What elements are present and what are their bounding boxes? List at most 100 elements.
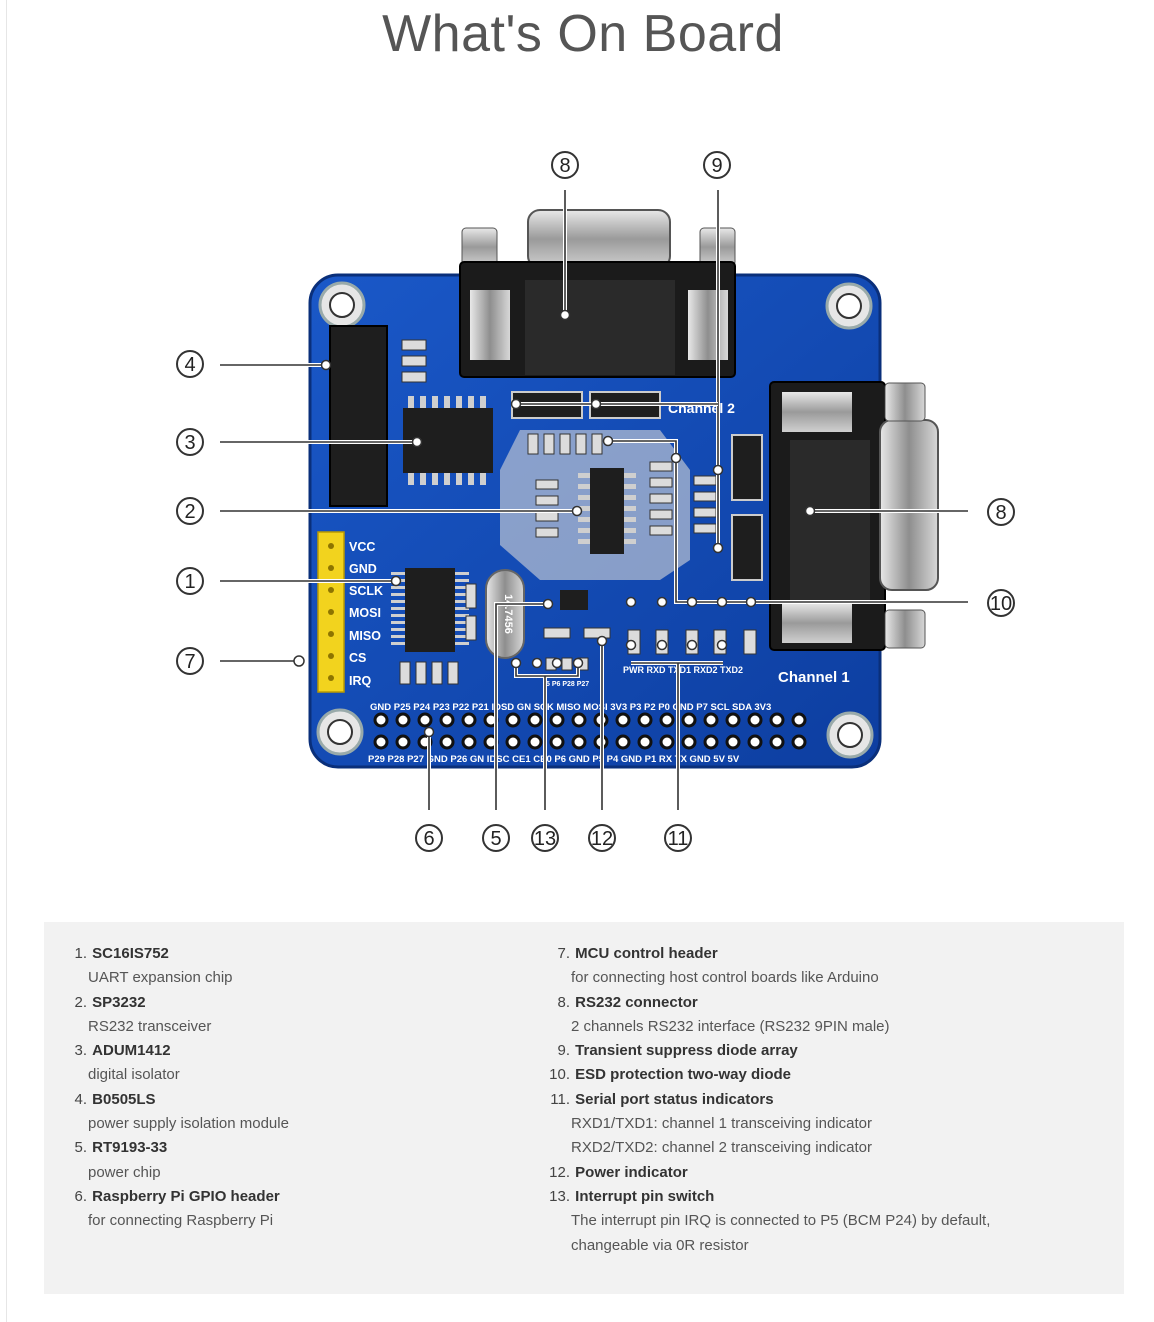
callout-9: 9	[703, 151, 731, 179]
gpio-top-labels: GND P25 P24 P23 P22 P21 IDSD GN SCK MISO…	[370, 702, 771, 713]
svg-text:6: 6	[423, 828, 434, 850]
svg-text:9: 9	[711, 155, 722, 177]
legend-desc: for connecting host control boards like …	[571, 969, 879, 987]
led-labels: PWR RXD TXD1 RXD2 TXD2	[623, 665, 743, 675]
legend-name: SP3232	[92, 993, 146, 1011]
legend-desc: RS232 transceiver	[88, 1017, 212, 1035]
leader-endpoints	[293, 309, 816, 738]
pin-label-sclk: SCLK	[349, 584, 383, 598]
legend-item: 13. Interrupt pin switch The interrupt p…	[549, 1185, 1109, 1258]
db9-connector-channel1	[769, 381, 939, 651]
pin-label-irq: IRQ	[349, 674, 372, 688]
svg-text:4: 4	[184, 354, 195, 376]
page-title: What's On Board	[382, 5, 784, 63]
header-pin-labels: VCC GND SCLK MOSI MISO CS IRQ	[349, 540, 383, 688]
legend-num: 6.	[74, 1187, 87, 1205]
crystal-label: 14.7456	[502, 594, 514, 634]
callout-2: 2	[176, 497, 204, 525]
leader-lines	[220, 190, 968, 810]
legend-name: Power indicator	[575, 1163, 688, 1181]
legend-left-column: 1. SC16IS752 UART expansion chip 2. SP32…	[66, 942, 526, 1234]
b0505ls-module	[329, 325, 388, 507]
svg-text:13: 13	[534, 828, 556, 850]
page-left-border	[6, 0, 7, 1322]
pin-label-gnd: GND	[349, 562, 377, 576]
adum1412-chip	[403, 396, 493, 485]
legend-item: 4. B0505LS power supply isolation module	[66, 1088, 526, 1137]
callout-12: 12	[588, 824, 616, 852]
legend-desc: changeable via 0R resistor	[571, 1236, 749, 1254]
mcu-control-header	[317, 531, 345, 693]
legend-name: Serial port status indicators	[575, 1090, 774, 1108]
legend-item: 11. Serial port status indicators RXD1/T…	[549, 1088, 1109, 1161]
legend-num: 2.	[74, 993, 87, 1011]
svg-text:2: 2	[184, 501, 195, 523]
legend-item: 9. Transient suppress diode array	[549, 1039, 1109, 1063]
legend-num: 8.	[557, 993, 570, 1011]
legend-num: 9.	[557, 1042, 570, 1060]
callout-8-right: 8	[987, 498, 1015, 526]
component-legend: 1. SC16IS752 UART expansion chip 2. SP32…	[44, 922, 1124, 1294]
rt9193-chip	[560, 590, 588, 610]
irq-select-labels: 5 P6 P28 P27	[546, 681, 589, 688]
mounting-holes	[316, 281, 874, 759]
callout-10: 10	[987, 589, 1015, 617]
sp3232-chip	[578, 468, 636, 554]
legend-num: 4.	[74, 1090, 87, 1108]
svg-text:11: 11	[668, 828, 689, 850]
legend-num: 13.	[549, 1187, 570, 1205]
legend-desc: RXD1/TXD1: channel 1 transceiving indica…	[571, 1115, 872, 1133]
legend-desc: 2 channels RS232 interface (RS232 9PIN m…	[571, 1017, 890, 1035]
callout-1: 1	[176, 567, 204, 595]
legend-desc: for connecting Raspberry Pi	[88, 1212, 274, 1230]
legend-name: RS232 connector	[575, 993, 698, 1011]
svg-text:1: 1	[184, 571, 195, 593]
legend-item: 7. MCU control header for connecting hos…	[549, 942, 1109, 991]
legend-num: 11.	[550, 1090, 570, 1108]
legend-name: Transient suppress diode array	[575, 1042, 798, 1060]
legend-desc: digital isolator	[88, 1066, 180, 1084]
callout-13: 13	[531, 824, 559, 852]
callout-8-top: 8	[551, 151, 579, 179]
legend-item: 2. SP3232 RS232 transceiver	[66, 991, 526, 1040]
sc16is752-chip	[391, 568, 469, 652]
pin-label-miso: MISO	[349, 629, 381, 643]
svg-text:5: 5	[490, 828, 501, 850]
esd-diode-1	[731, 434, 763, 501]
legend-num: 1.	[74, 945, 87, 962]
legend-num: 5.	[74, 1139, 87, 1157]
svg-text:8: 8	[559, 155, 570, 177]
legend-right-column: 7. MCU control header for connecting hos…	[549, 942, 1109, 1258]
legend-item: 3. ADUM1412 digital isolator	[66, 1039, 526, 1088]
legend-name: B0505LS	[92, 1090, 156, 1108]
legend-name: RT9193-33	[92, 1139, 168, 1157]
gpio-bottom-labels: P29 P28 P27 GND P26 GN IDSC CE1 CE0 P6 G…	[368, 754, 740, 765]
legend-num: 10.	[549, 1066, 570, 1084]
svg-text:3: 3	[184, 432, 195, 454]
pin-label-cs: CS	[349, 651, 366, 665]
callout-11: 11	[664, 824, 692, 852]
legend-desc: power supply isolation module	[88, 1115, 289, 1133]
legend-name: ADUM1412	[92, 1042, 171, 1060]
callout-5: 5	[482, 824, 510, 852]
channel-1-label: Channel 1	[778, 669, 850, 686]
legend-name: Interrupt pin switch	[575, 1187, 715, 1205]
legend-name: SC16IS752	[92, 945, 169, 962]
legend-item: 12. Power indicator	[549, 1161, 1109, 1185]
svg-text:10: 10	[990, 593, 1012, 615]
svg-text:7: 7	[184, 651, 195, 673]
legend-item: 6. Raspberry Pi GPIO header for connecti…	[66, 1185, 526, 1234]
callout-4: 4	[176, 350, 204, 378]
legend-desc: RXD2/TXD2: channel 2 transceiving indica…	[571, 1139, 872, 1157]
legend-desc: The interrupt pin IRQ is connected to P5…	[571, 1212, 991, 1230]
callout-markers: 1 2 3 4 5 6 7 8 8 9 10 11 12 13	[176, 151, 1015, 852]
callout-7: 7	[176, 647, 204, 675]
pin-label-mosi: MOSI	[349, 606, 381, 620]
legend-num: 3.	[74, 1042, 87, 1060]
callout-3: 3	[176, 428, 204, 456]
legend-name: MCU control header	[575, 945, 718, 962]
db9-connector-channel2	[459, 209, 736, 378]
esd-diode-2	[731, 514, 763, 581]
legend-name: Raspberry Pi GPIO header	[92, 1187, 280, 1205]
legend-item: 1. SC16IS752 UART expansion chip	[66, 942, 526, 991]
